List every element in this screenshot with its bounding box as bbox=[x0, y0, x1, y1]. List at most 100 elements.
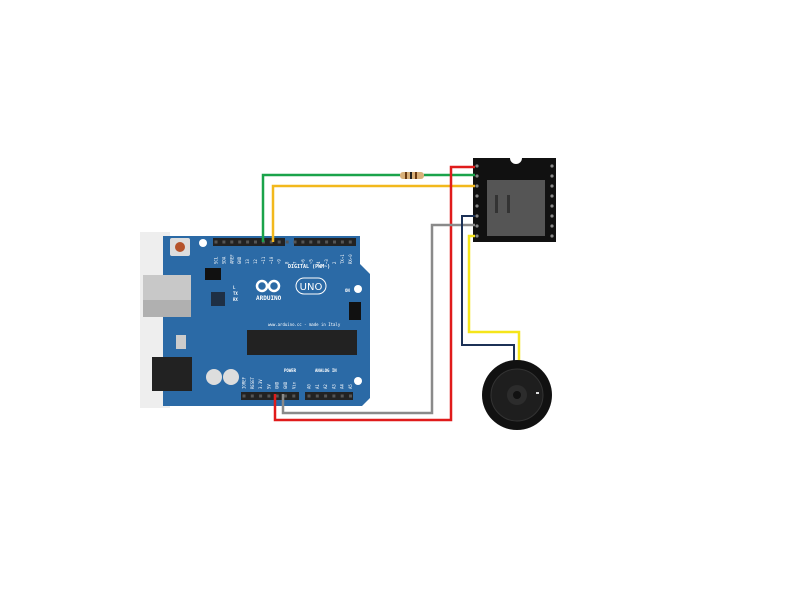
pin-label: SCL bbox=[214, 256, 219, 264]
icsp-header bbox=[349, 302, 361, 320]
header-pin bbox=[333, 240, 336, 244]
module-pin bbox=[550, 174, 554, 178]
pin-label: 4 bbox=[316, 261, 321, 264]
header-pin bbox=[275, 394, 279, 398]
pin-label: 12 bbox=[253, 259, 258, 264]
module-notch bbox=[510, 158, 522, 164]
digital-label: DIGITAL (PWM~) bbox=[288, 264, 330, 270]
header-pin bbox=[284, 394, 287, 398]
brand-label: ARDUINO bbox=[256, 295, 282, 302]
module-pin bbox=[550, 164, 554, 168]
header-pin bbox=[307, 394, 311, 398]
header-pin bbox=[242, 394, 246, 398]
header-pin bbox=[250, 394, 254, 398]
header-pin bbox=[285, 240, 289, 244]
analog-header bbox=[305, 392, 353, 400]
wire-blue bbox=[461, 215, 515, 362]
reset-button-cap bbox=[175, 242, 185, 252]
pin-label: A5 bbox=[348, 384, 353, 389]
header-pin bbox=[277, 240, 281, 244]
header-pin bbox=[230, 240, 234, 244]
pin-label: GND bbox=[283, 381, 288, 389]
sd-slot-detail bbox=[507, 195, 510, 213]
header-pin bbox=[293, 240, 297, 244]
led-rx-label: RX bbox=[233, 297, 238, 302]
pin-label: A3 bbox=[331, 384, 336, 389]
capacitor bbox=[206, 369, 222, 385]
model-label: UNO bbox=[300, 282, 323, 293]
header-pin bbox=[317, 240, 321, 244]
pin-label: AREF bbox=[229, 254, 234, 264]
module-pin bbox=[475, 234, 479, 238]
led-l-label: L bbox=[233, 285, 236, 290]
led-tx-label: TX bbox=[233, 291, 238, 296]
module-pin bbox=[475, 214, 479, 218]
pin-label: 5V bbox=[266, 384, 271, 389]
mount-hole bbox=[199, 239, 207, 247]
header-pin bbox=[246, 240, 250, 244]
speaker bbox=[482, 360, 552, 430]
pin-label: GND bbox=[237, 256, 242, 264]
wire-gray bbox=[281, 223, 475, 415]
module-pin bbox=[475, 164, 479, 168]
power-jack bbox=[152, 357, 192, 391]
header-pin bbox=[259, 394, 263, 398]
analog-label: ANALOG IN bbox=[315, 368, 337, 373]
pin-label: Vin bbox=[291, 381, 296, 389]
header-pin bbox=[254, 240, 257, 244]
module-pin bbox=[475, 204, 479, 208]
pin-label: 2 bbox=[332, 261, 337, 264]
pin-label: RX←0 bbox=[348, 254, 353, 264]
module-pin bbox=[550, 204, 554, 208]
header-pin bbox=[309, 240, 313, 244]
pin-label: GND bbox=[275, 381, 280, 389]
sd-slot-detail bbox=[495, 195, 498, 213]
header-pin bbox=[340, 394, 344, 398]
pin-label: IOREF bbox=[242, 376, 247, 389]
module-pin bbox=[475, 184, 479, 188]
header-pin bbox=[269, 240, 273, 244]
module-pin bbox=[475, 194, 479, 198]
usb-port-shade bbox=[143, 300, 191, 317]
pin-label: SDA bbox=[221, 256, 226, 264]
pin-label: 8 bbox=[285, 261, 290, 264]
power-label: POWER bbox=[284, 368, 297, 373]
header-pin bbox=[324, 394, 328, 398]
pin-label: 7 bbox=[293, 261, 298, 264]
mount-hole bbox=[354, 377, 362, 385]
arduino-logo-icon bbox=[255, 279, 281, 293]
pin-label: 3.3V bbox=[258, 379, 263, 389]
header-pin bbox=[292, 394, 296, 398]
pin-label: TX→1 bbox=[340, 254, 345, 264]
module-pin bbox=[550, 214, 554, 218]
module-pin bbox=[550, 194, 554, 198]
pin-label: ~11 bbox=[261, 256, 266, 264]
header-pin bbox=[267, 394, 271, 398]
wire-green bbox=[261, 173, 400, 242]
header-pin bbox=[332, 394, 336, 398]
icsp-header bbox=[205, 268, 221, 280]
pin-label: A0 bbox=[307, 384, 312, 389]
website-label: www.arduino.cc - made in Italy bbox=[268, 322, 341, 327]
header-pin bbox=[214, 240, 218, 244]
mount-hole bbox=[354, 285, 362, 293]
header-pin bbox=[340, 240, 344, 244]
header-pin bbox=[222, 240, 226, 244]
header-pin bbox=[349, 394, 352, 398]
on-label: ON bbox=[345, 288, 350, 293]
pin-label: A4 bbox=[340, 384, 345, 389]
capacitor bbox=[223, 369, 239, 385]
voltage-regulator bbox=[176, 335, 186, 349]
resistor bbox=[400, 172, 424, 179]
pin-label: ~6 bbox=[300, 259, 305, 264]
pin-label: A2 bbox=[323, 384, 328, 389]
module-pin bbox=[550, 184, 554, 188]
usb-chip bbox=[211, 292, 225, 306]
pin-label: 13 bbox=[245, 259, 250, 264]
pin-label: ~9 bbox=[277, 259, 282, 264]
pin-label: RESET bbox=[250, 376, 255, 389]
header-pin bbox=[315, 394, 319, 398]
model-badge bbox=[295, 277, 327, 295]
